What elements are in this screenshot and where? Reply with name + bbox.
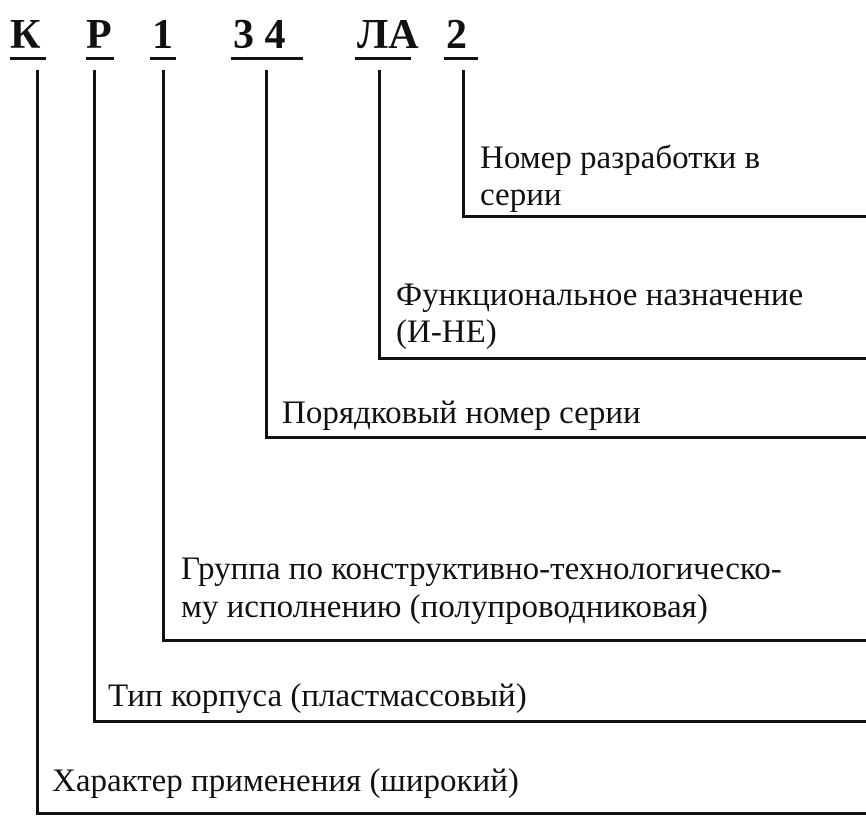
code-char-2: 2 (446, 12, 467, 58)
code-underline-k (10, 57, 46, 60)
label-dev-number-line1: Номер разработки в (480, 140, 761, 176)
leader-vertical-k (36, 70, 39, 815)
leader-horizontal-p (93, 720, 866, 723)
leader-horizontal-1 (162, 639, 866, 642)
label-group-line1: Группа по конструктивно-технологическо- (181, 551, 782, 587)
leader-vertical-la (378, 70, 381, 360)
leader-horizontal-la (378, 357, 866, 360)
label-package: Тип корпуса (пластмассовый) (108, 678, 527, 714)
label-function-line2: (И-НЕ) (396, 314, 497, 350)
code-char-1: 1 (152, 12, 173, 58)
leader-vertical-2 (462, 70, 465, 218)
leader-horizontal-2 (462, 215, 866, 218)
code-underline-34 (231, 57, 303, 60)
label-group-line2: му исполнению (полупроводниковая) (181, 589, 708, 625)
code-underline-p (86, 57, 114, 60)
code-char-p: Р (86, 12, 112, 58)
code-char-k: К (10, 12, 41, 58)
leader-vertical-p (93, 70, 96, 723)
label-application: Характер применения (широкий) (52, 763, 519, 799)
code-underline-2 (444, 57, 478, 60)
label-function-line1: Функциональное назначение (396, 277, 804, 313)
label-series-number: Порядковый номер серии (282, 395, 641, 431)
leader-horizontal-34 (265, 436, 866, 439)
label-dev-number-line2: серии (480, 177, 562, 213)
code-underline-la (355, 57, 411, 60)
leader-vertical-34 (265, 70, 268, 439)
leader-horizontal-k (36, 812, 866, 815)
code-underline-1 (150, 57, 176, 60)
code-char-34: 3 4 (233, 12, 286, 58)
leader-vertical-1 (162, 70, 165, 642)
code-char-la: ЛА (357, 12, 419, 58)
